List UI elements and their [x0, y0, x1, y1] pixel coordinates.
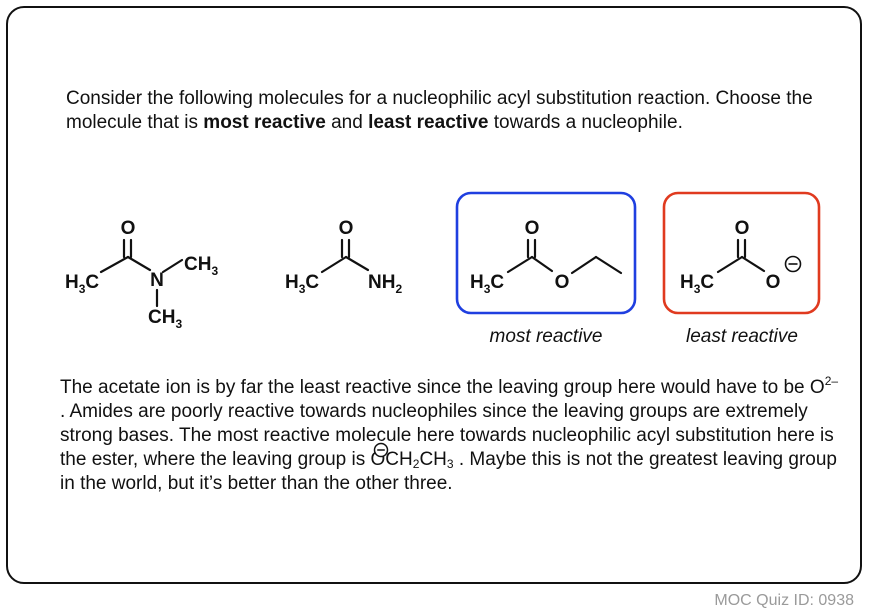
- formula-part: CH: [419, 449, 447, 470]
- least-reactive-box: [662, 191, 821, 315]
- molecule-ethyl-acetate[interactable]: [506, 238, 623, 275]
- atom-o: O: [339, 218, 354, 239]
- answer-part: . Amides are poorly reactive towards nuc…: [60, 401, 834, 470]
- question-bold-least: least reactive: [368, 112, 489, 133]
- molecule-acetamide[interactable]: [320, 238, 370, 274]
- nh2-label: NH2: [368, 272, 402, 296]
- bond: [594, 255, 623, 275]
- bond: [161, 258, 184, 274]
- bond: [344, 255, 370, 272]
- question-part: Consider the following molecules for a n…: [66, 88, 813, 133]
- bond: [716, 255, 744, 274]
- bond: [99, 255, 130, 274]
- leaving-group-formula: OCH2CH3: [371, 442, 454, 472]
- most-reactive-box: [455, 191, 637, 315]
- atom-o: O: [525, 218, 540, 239]
- atom-ester-o: O: [555, 272, 570, 293]
- least-reactive-label: least reactive: [686, 326, 798, 347]
- atom-o: O: [735, 218, 750, 239]
- bond: [320, 255, 348, 274]
- quiz-id: MOC Quiz ID: 0938: [714, 592, 854, 609]
- charge-superscript: 2–: [824, 374, 839, 388]
- molecule-acetate-ion[interactable]: [716, 238, 766, 274]
- question-part: and: [325, 112, 369, 133]
- ch3-bottom-label: CH3: [148, 307, 182, 331]
- h3c-label: H3C: [680, 272, 714, 296]
- molecules-row: O H3C N CH3 CH3 O H3C NH2 O H3C O most r…: [65, 191, 821, 347]
- bond: [126, 255, 152, 272]
- bond: [530, 255, 554, 273]
- ch3-top-label: CH3: [184, 254, 218, 278]
- formula-subscript: 2: [412, 457, 420, 471]
- h3c-label: H3C: [65, 272, 99, 296]
- question-part: towards a nucleophile.: [488, 112, 683, 133]
- question-bold-most: most reactive: [203, 112, 326, 133]
- answer-text: The acetate ion is by far the least reac…: [60, 374, 840, 496]
- negative-charge-icon: [373, 442, 388, 458]
- bond: [570, 255, 598, 275]
- formula-subscript: 3: [446, 457, 454, 471]
- bond: [740, 255, 766, 273]
- atom-n: N: [150, 270, 164, 291]
- question-text: Consider the following molecules for a n…: [66, 87, 826, 135]
- negative-charge-icon: [784, 255, 802, 273]
- atom-o: O: [121, 218, 136, 239]
- quiz-card: [6, 6, 862, 584]
- bond: [506, 255, 534, 274]
- atom-carboxylate-o: O: [766, 272, 781, 293]
- h3c-label: H3C: [285, 272, 319, 296]
- most-reactive-label: most reactive: [490, 326, 603, 347]
- answer-part: . Maybe this is not the greatest leaving…: [60, 449, 837, 494]
- molecule-dimethylacetamide[interactable]: [99, 238, 184, 308]
- answer-part: The acetate ion is by far the least reac…: [60, 377, 825, 398]
- h3c-label: H3C: [470, 272, 504, 296]
